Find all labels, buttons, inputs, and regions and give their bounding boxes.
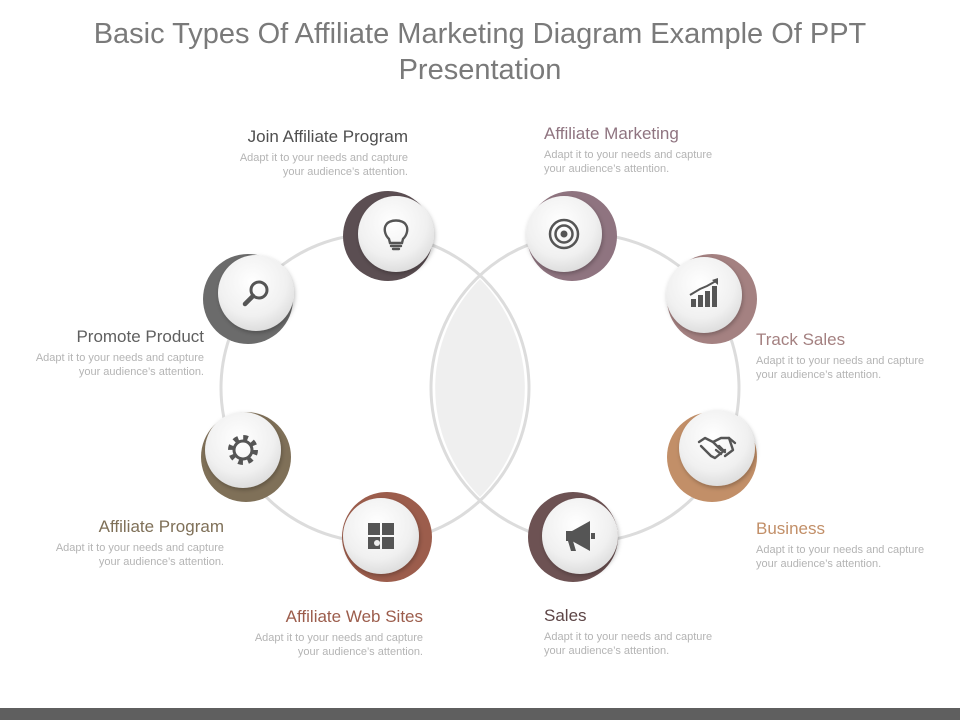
item-heading: Affiliate Web Sites (285, 607, 423, 626)
item-description: Adapt it to your needs and capture your … (756, 355, 925, 381)
label-affiliate-web-sites: Affiliate Web Sites Adapt it to your nee… (163, 606, 423, 659)
node-affiliate-marketing[interactable] (526, 191, 617, 281)
label-affiliate-marketing: Affiliate Marketing Adapt it to your nee… (544, 123, 804, 176)
label-promote-product: Promote Product Adapt it to your needs a… (0, 326, 204, 379)
magnifier-icon (242, 280, 269, 307)
footer-bar (0, 708, 960, 720)
chart-icon (689, 278, 718, 307)
item-description: Adapt it to your needs and capture your … (544, 631, 713, 657)
node-track-sales[interactable] (666, 254, 757, 344)
node-promote-product[interactable] (203, 254, 294, 344)
item-heading: Affiliate Marketing (544, 124, 679, 143)
item-heading: Promote Product (76, 327, 204, 346)
item-heading: Join Affiliate Program (247, 127, 408, 146)
target-icon (548, 218, 580, 250)
label-track-sales: Track Sales Adapt it to your needs and c… (756, 329, 956, 382)
node-affiliate-web-sites[interactable] (342, 492, 432, 582)
lightbulb-icon (383, 219, 409, 251)
puzzle-icon (368, 523, 394, 549)
item-heading: Business (756, 519, 825, 538)
item-heading: Affiliate Program (98, 517, 224, 536)
node-face (358, 196, 434, 272)
node-affiliate-program[interactable] (201, 412, 291, 502)
item-description: Adapt it to your needs and capture your … (544, 149, 713, 175)
label-join-affiliate-program: Join Affiliate Program Adapt it to your … (148, 126, 408, 179)
gear-icon (228, 435, 258, 465)
slide-title: Basic Types Of Affiliate Marketing Diagr… (93, 18, 867, 86)
label-sales: Sales Adapt it to your needs and capture… (544, 605, 804, 658)
item-description: Adapt it to your needs and capture your … (254, 632, 423, 658)
item-description: Adapt it to your needs and capture your … (756, 544, 925, 570)
node-business[interactable] (667, 410, 757, 502)
megaphone-icon (566, 521, 595, 551)
item-description: Adapt it to your needs and capture your … (239, 152, 408, 178)
node-face (205, 412, 281, 488)
node-face (666, 257, 742, 333)
node-face (343, 498, 419, 574)
node-face (679, 410, 755, 486)
node-join-affiliate-program[interactable] (343, 191, 434, 281)
circle-overlap (435, 279, 525, 497)
item-heading: Track Sales (756, 330, 846, 349)
node-sales[interactable] (528, 492, 618, 582)
item-heading: Sales (544, 606, 587, 625)
item-description: Adapt it to your needs and capture your … (35, 352, 204, 378)
node-face (218, 255, 294, 331)
label-business: Business Adapt it to your needs and capt… (756, 518, 956, 571)
handshake-icon (697, 436, 737, 460)
label-affiliate-program: Affiliate Program Adapt it to your needs… (0, 516, 224, 569)
item-description: Adapt it to your needs and capture your … (55, 542, 224, 568)
